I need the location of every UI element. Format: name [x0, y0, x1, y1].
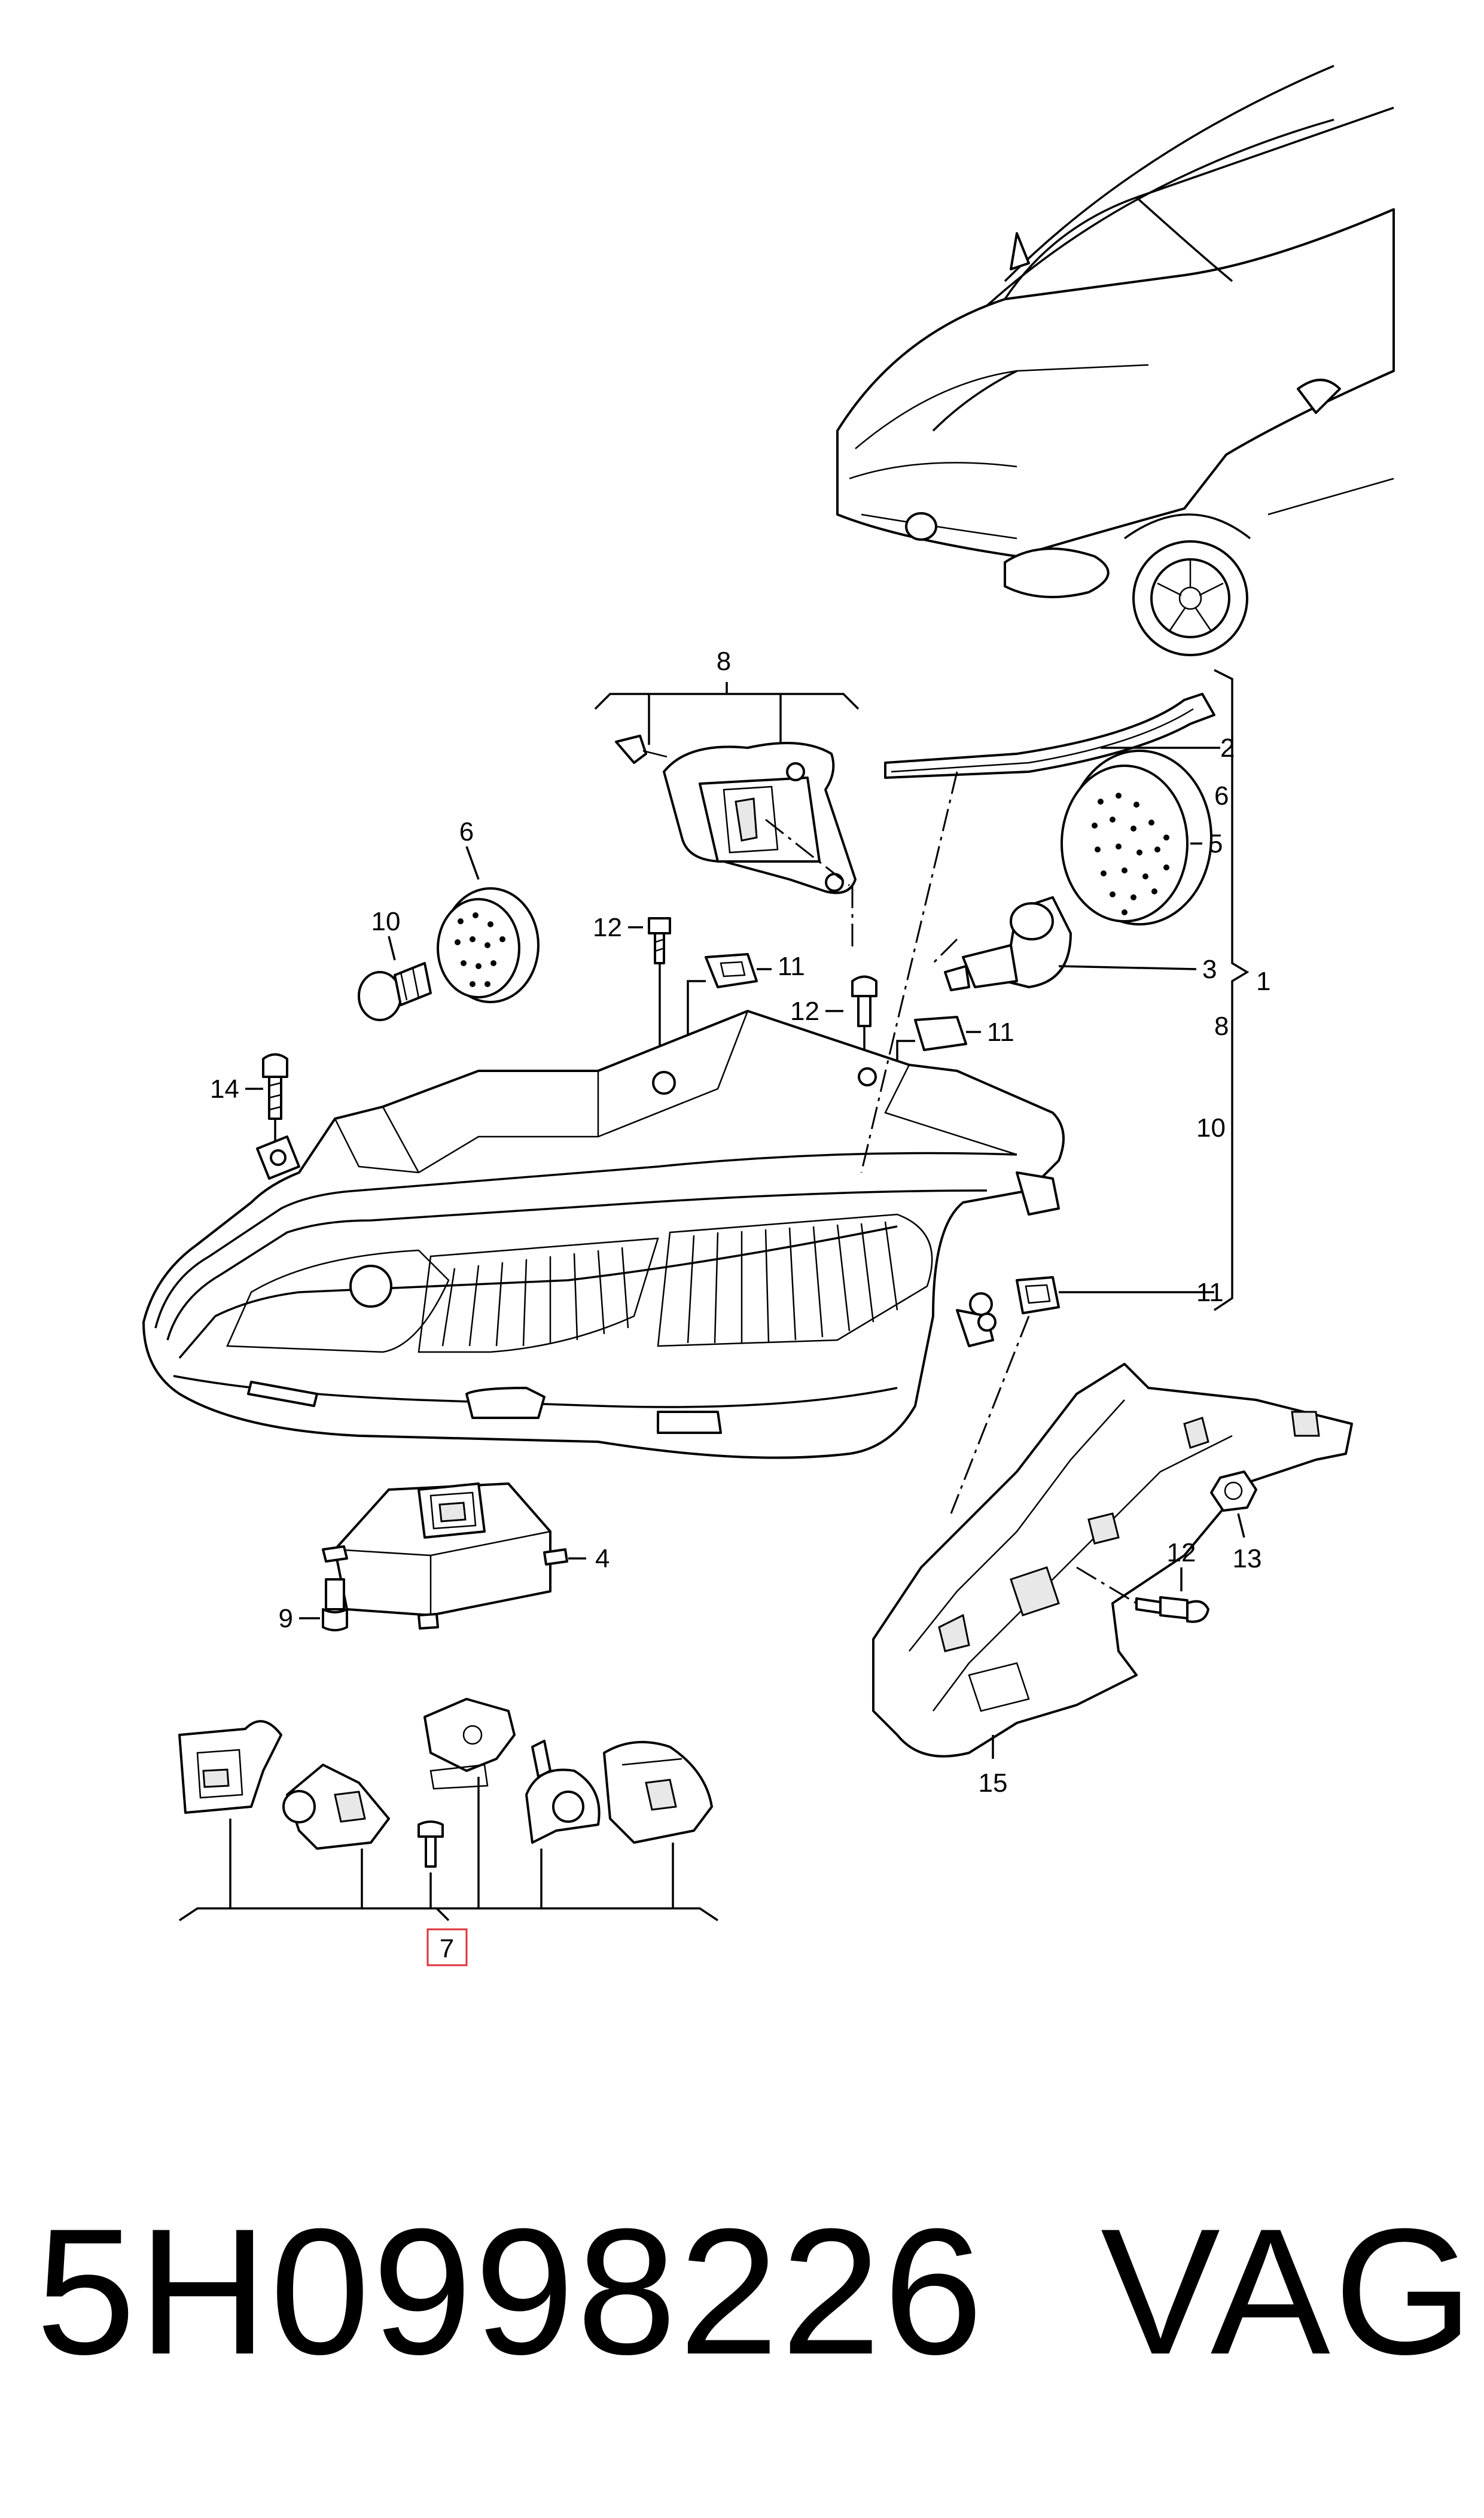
callout-9: 9	[279, 1604, 293, 1633]
headlamp-assembly	[142, 771, 1065, 1514]
part-8-led-module	[594, 682, 860, 951]
part-5-dust-cap	[1061, 750, 1212, 925]
callout-6-right: 6	[1214, 781, 1229, 811]
callout-15: 15	[979, 1768, 1008, 1798]
screw-9	[299, 1578, 348, 1631]
callout-7: 7	[440, 1934, 454, 1963]
callout-11-a: 11	[778, 952, 805, 981]
callout-labels: 8 2 6 5 3 1 8 10 6 10 12 11 12 11 14 11 …	[210, 647, 1270, 1966]
callout-2: 2	[1220, 733, 1235, 763]
screw-14	[245, 1053, 288, 1155]
callout-8-right: 8	[1214, 1012, 1229, 1041]
callout-13: 13	[1233, 1544, 1262, 1573]
screw-12-a	[628, 917, 671, 1071]
callout-3: 3	[1202, 955, 1217, 984]
callout-6-left: 6	[459, 817, 474, 847]
screw-12-c	[1076, 1566, 1209, 1623]
car-illustration	[836, 65, 1395, 656]
callout-12-a: 12	[593, 913, 622, 942]
callout-1: 1	[1256, 967, 1270, 996]
callout-11-b: 11	[987, 1018, 1014, 1047]
nut-13	[1210, 1470, 1257, 1538]
callout-7-highlight-box	[426, 1928, 468, 1966]
clip-11-a	[687, 953, 772, 1077]
callout-10-left: 10	[371, 907, 401, 936]
part-7-repair-kit	[178, 1698, 718, 1922]
callout-4: 4	[595, 1544, 610, 1573]
part-6-cap-left	[437, 846, 540, 1003]
callout-8-top: 8	[717, 647, 731, 676]
callout-12-b: 12	[790, 997, 819, 1026]
part-15-bracket	[872, 1363, 1353, 1759]
part-2-trim-strip	[884, 693, 1220, 779]
callout-14: 14	[210, 1074, 239, 1104]
part-4-control-unit	[322, 1482, 586, 1630]
callout-12-c: 12	[1167, 1538, 1196, 1567]
brand-label: VAG	[1101, 2191, 1477, 2392]
callout-5: 5	[1208, 829, 1223, 858]
part-number: 5H0998226	[36, 2191, 986, 2392]
clip-11-b	[896, 1016, 981, 1071]
part-10-bulb	[358, 936, 432, 1021]
callout-10-right: 10	[1196, 1113, 1226, 1143]
part-3-bulb-actuator	[932, 896, 1197, 991]
bracket-item-1	[1214, 669, 1250, 1311]
callout-11-c: 11	[1196, 1278, 1224, 1307]
clip-11-c	[1016, 1276, 1214, 1314]
